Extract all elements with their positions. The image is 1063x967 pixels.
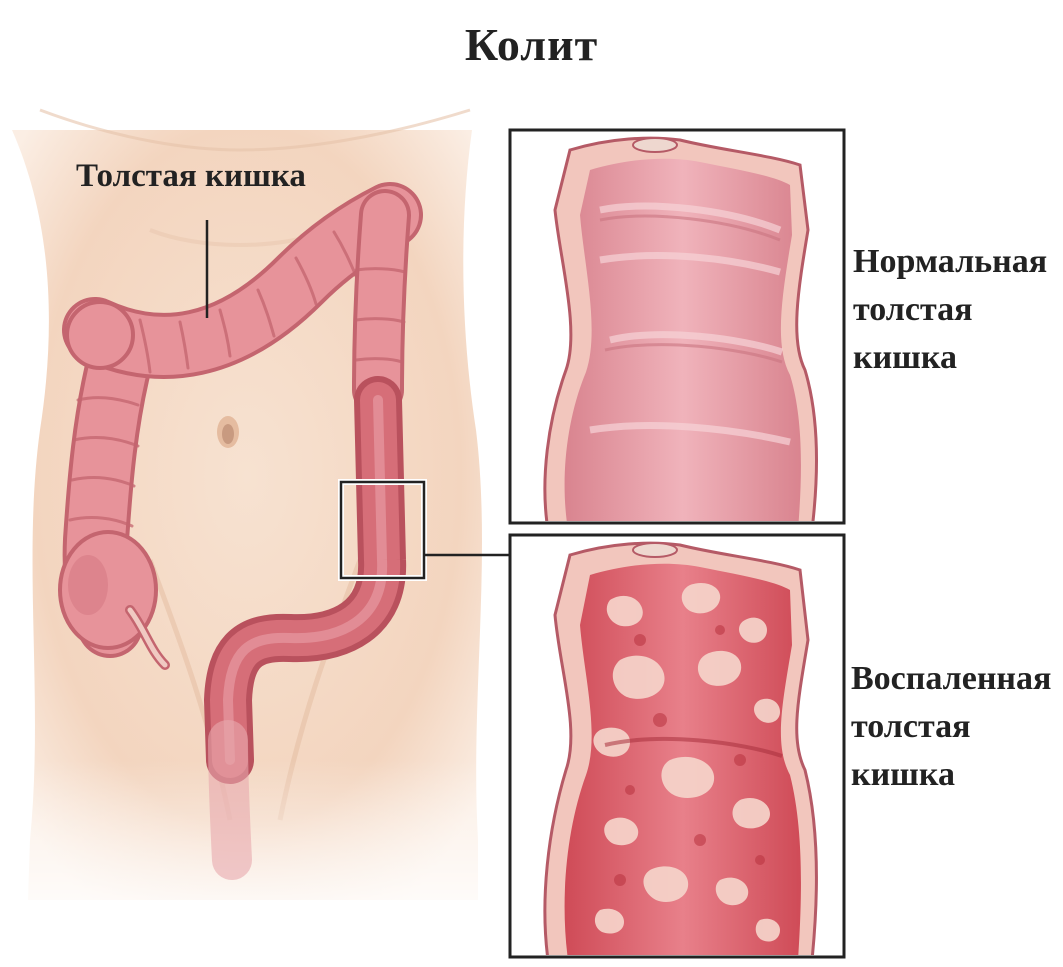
label-line: толстая bbox=[853, 286, 1047, 334]
label-line: кишка bbox=[853, 334, 1047, 382]
inflamed-colon-label: Воспаленная толстая кишка bbox=[851, 655, 1051, 799]
colon-label: Толстая кишка bbox=[76, 158, 306, 195]
label-line: Нормальная bbox=[853, 238, 1047, 286]
normal-colon-panel bbox=[510, 130, 844, 530]
navel bbox=[217, 416, 239, 448]
label-line: толстая bbox=[851, 703, 1051, 751]
inflamed-colon-panel bbox=[510, 535, 844, 960]
normal-colon-label: Нормальная толстая кишка bbox=[853, 238, 1047, 382]
diagram-title: Колит bbox=[0, 18, 1063, 71]
label-line: Воспаленная bbox=[851, 655, 1051, 703]
label-line: кишка bbox=[851, 751, 1051, 799]
